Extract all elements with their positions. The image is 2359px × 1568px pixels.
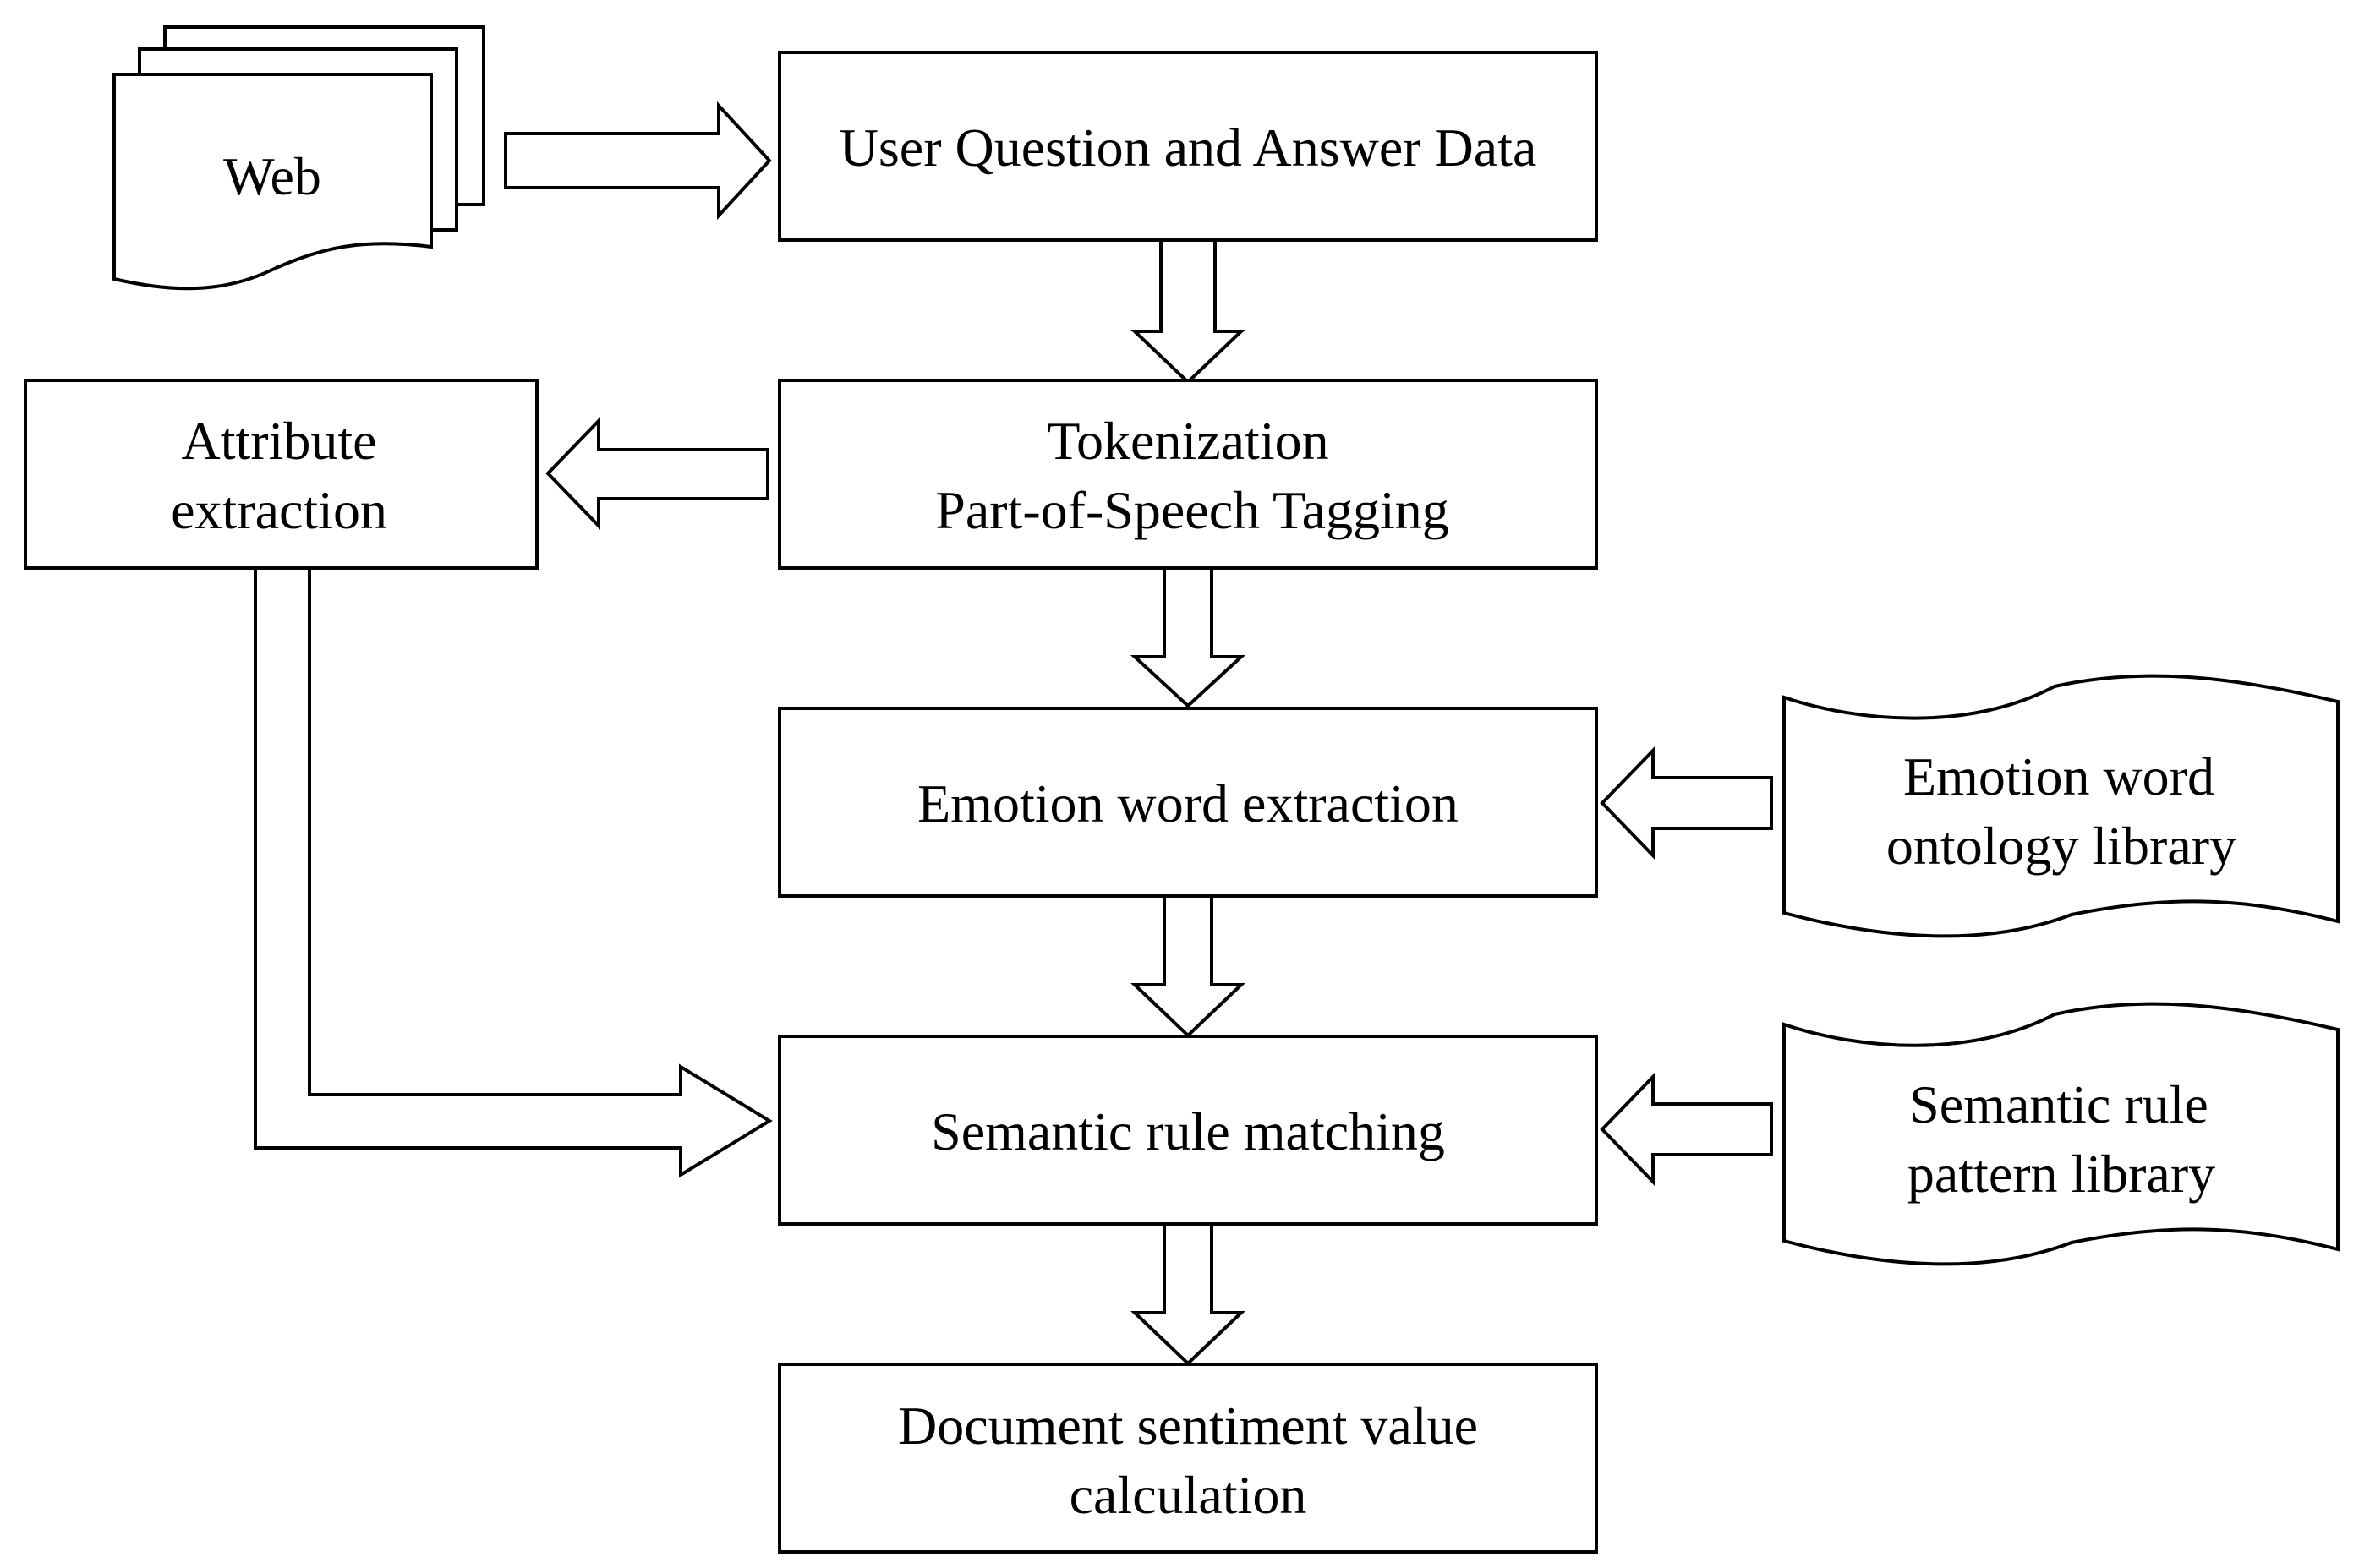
qa-data-box: User Question and Answer Data <box>778 51 1598 242</box>
semantic-library-label-line2: pattern library <box>1907 1144 2215 1204</box>
web-document-stack: Web <box>112 25 485 291</box>
arrow-semantic-library-to-matching <box>1600 1073 1773 1186</box>
semantic-matching-label: Semantic rule matching <box>931 1101 1445 1161</box>
arrow-semantic-to-document <box>1130 1222 1245 1366</box>
document-sentiment-label-line1: Document sentiment value <box>898 1396 1478 1456</box>
semantic-library-label-line1: Semantic rule <box>1909 1074 2208 1134</box>
tokenization-box: Tokenization Part-of-Speech Tagging <box>778 379 1598 570</box>
arrow-web-to-qa <box>504 101 772 221</box>
document-sentiment-box: Document sentiment value calculation <box>778 1363 1598 1554</box>
arrow-emotion-to-semantic <box>1130 894 1245 1038</box>
emotion-extraction-label: Emotion word extraction <box>917 773 1459 833</box>
document-sentiment-label-line2: calculation <box>1070 1465 1307 1525</box>
attribute-extraction-box: Attribute extraction <box>24 379 539 570</box>
arrow-tokenization-to-emotion <box>1130 566 1246 708</box>
emotion-library-label-line1: Emotion word <box>1903 746 2214 806</box>
arrow-attribute-to-semantic <box>254 566 773 1178</box>
arrow-emotion-library-to-extraction <box>1600 746 1773 860</box>
emotion-library-shape: Emotion word ontology library <box>1782 674 2340 938</box>
web-label: Web <box>223 146 321 206</box>
tokenization-label-line1: Tokenization <box>1047 411 1328 471</box>
attribute-label-line2: extraction <box>171 480 387 540</box>
qa-data-label: User Question and Answer Data <box>840 117 1537 178</box>
semantic-matching-box: Semantic rule matching <box>778 1035 1598 1226</box>
arrow-tokenization-to-attribute <box>545 417 769 530</box>
emotion-extraction-box: Emotion word extraction <box>778 707 1598 898</box>
semantic-library-shape: Semantic rule pattern library <box>1782 1002 2340 1266</box>
emotion-library-label-line2: ontology library <box>1886 816 2236 876</box>
attribute-label-line1: Attribute <box>181 411 376 471</box>
tokenization-label-line2: Part-of-Speech Tagging <box>935 480 1449 540</box>
arrow-qa-to-tokenization <box>1130 238 1245 385</box>
